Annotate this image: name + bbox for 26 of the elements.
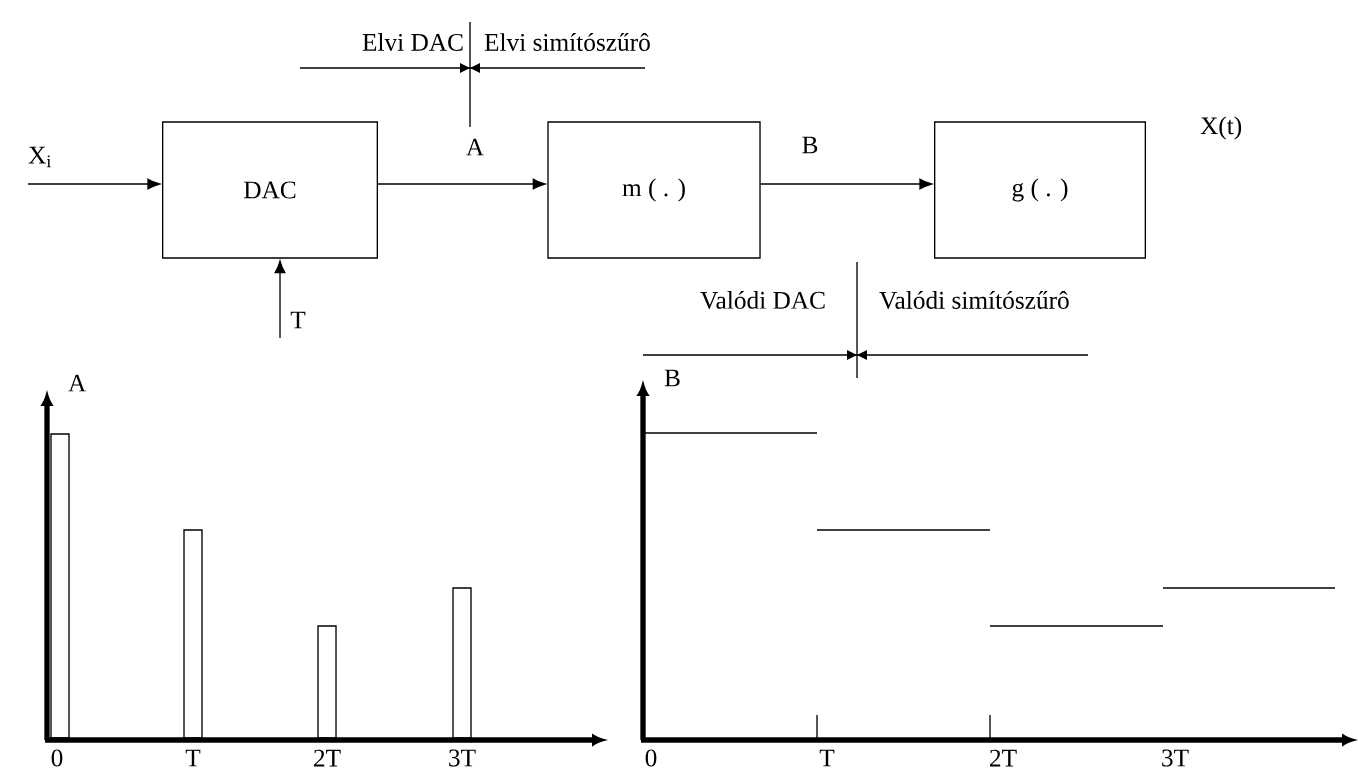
tick-label: 2T — [990, 749, 1017, 767]
tick-label: 3T — [1162, 749, 1189, 767]
dimension-text: Valódi DAC — [700, 291, 825, 309]
edge-label: X$_{i}$ — [28, 146, 51, 168]
edge-label: T — [290, 311, 306, 329]
axis-label: A — [68, 374, 87, 392]
process-box: g ( . ) — [934, 121, 1146, 259]
tick-label: T — [185, 749, 201, 767]
dimension-text: Elvi DAC — [362, 33, 463, 51]
dimension-text: Valódi simítószűrô — [879, 291, 1069, 309]
signal-label: X(t) — [1200, 116, 1242, 140]
axis-label: B — [664, 369, 680, 387]
tick-label: 3T — [449, 749, 476, 767]
process-box: m ( . ) — [547, 121, 761, 259]
tick-label: 0 — [645, 749, 657, 767]
tick-label: 0 — [51, 749, 63, 767]
edge-label: B — [802, 136, 818, 154]
edge-label: A — [466, 138, 484, 156]
arrow — [274, 260, 286, 339]
arrow — [377, 178, 546, 190]
dimension-text: Elvi simítószűrô — [484, 33, 650, 51]
process-box: DAC — [162, 121, 378, 259]
arrow — [27, 178, 161, 190]
arrow — [760, 178, 933, 190]
tick-label: 2T — [314, 749, 341, 767]
tick-label: T — [819, 749, 835, 767]
